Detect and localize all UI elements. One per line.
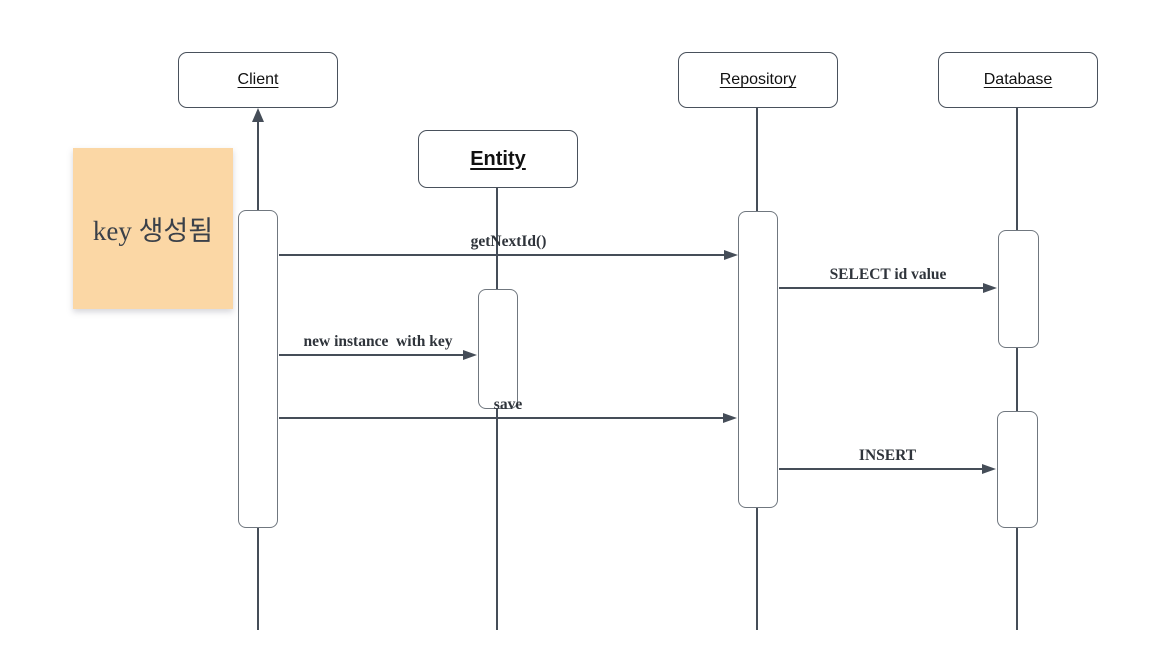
arrow-shaft — [257, 120, 259, 210]
activation-database-insert — [997, 411, 1038, 528]
arrowhead-right-icon — [982, 464, 996, 474]
arrowhead-right-icon — [724, 250, 738, 260]
actor-label-entity: Entity — [470, 147, 526, 170]
activation-database-select — [998, 230, 1039, 348]
actor-label-database: Database — [983, 71, 1053, 88]
return-arrow-to-client — [250, 108, 266, 210]
message-label: INSERT — [858, 447, 917, 464]
arrowhead-right-icon — [463, 350, 477, 360]
lifeline-client — [257, 528, 259, 630]
message-label: save — [493, 396, 523, 413]
actor-box-database: Database — [938, 52, 1098, 108]
activation-entity — [478, 289, 518, 409]
actor-box-repository: Repository — [678, 52, 838, 108]
message-line — [779, 287, 987, 289]
message-label: SELECT id value — [829, 266, 947, 283]
message-label: getNextId() — [470, 233, 547, 250]
actor-box-client: Client — [178, 52, 338, 108]
actor-box-entity: Entity — [418, 130, 578, 188]
arrowhead-right-icon — [723, 413, 737, 423]
message-line — [279, 417, 727, 419]
activation-client — [238, 210, 278, 528]
sticky-note: key 생성됨 — [73, 148, 233, 309]
actor-label-client: Client — [237, 71, 279, 88]
arrowhead-right-icon — [983, 283, 997, 293]
message-line — [279, 254, 728, 256]
message-line — [279, 354, 467, 356]
activation-repository — [738, 211, 778, 508]
message-line — [779, 468, 986, 470]
arrowhead-up-icon — [252, 108, 264, 122]
lifeline-entity — [496, 188, 498, 630]
sticky-note-text: key 생성됨 — [92, 216, 214, 246]
lifeline-database — [1016, 108, 1018, 630]
actor-label-repository: Repository — [719, 71, 797, 88]
message-label: new instance with key — [303, 333, 453, 350]
